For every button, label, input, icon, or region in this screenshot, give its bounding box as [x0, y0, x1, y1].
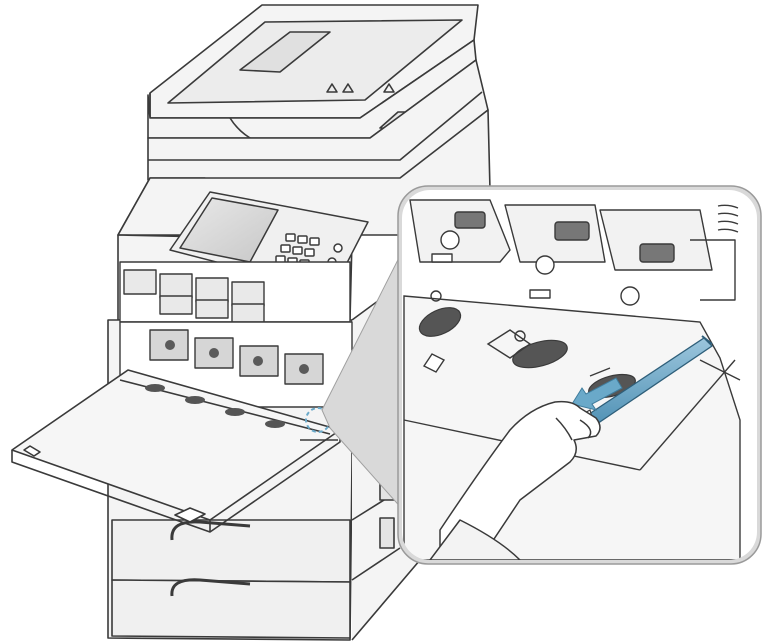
toner-cartridge-icon	[123, 269, 265, 323]
paper-tray-2	[111, 579, 351, 639]
hand-icon	[429, 400, 601, 560]
pull-direction-arrow-icon	[571, 377, 623, 411]
front-door	[11, 369, 341, 533]
touch-screen	[179, 197, 279, 263]
inset-detail	[402, 190, 757, 560]
paper-tray-1	[111, 519, 351, 583]
